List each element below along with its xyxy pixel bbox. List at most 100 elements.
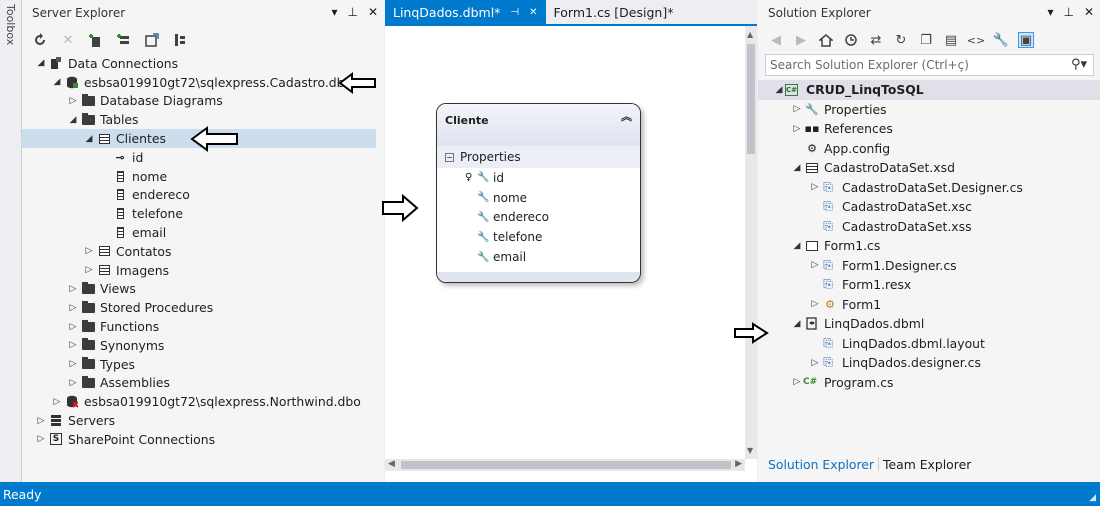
toolbox-tab[interactable]: Toolbox — [0, 0, 22, 482]
tree-node[interactable]: ▷Servers — [22, 411, 384, 430]
preview-icon[interactable]: ▣ — [1018, 32, 1034, 48]
solution-tree-node[interactable]: ⎘LinqDados.dbml.layout — [758, 334, 1100, 354]
collapse-all-icon[interactable]: ❐ — [920, 32, 932, 48]
tab-solution-explorer[interactable]: Solution Explorer — [768, 456, 875, 472]
close-icon[interactable]: ✕ — [1083, 5, 1094, 19]
properties-wrench-icon[interactable]: 🔧 — [992, 32, 1010, 48]
expanded-arrow-icon[interactable]: ◢ — [85, 133, 93, 144]
home-icon[interactable] — [818, 32, 834, 48]
collapse-icon[interactable]: ︽ — [621, 110, 632, 123]
close-icon[interactable]: ✕ — [367, 5, 378, 19]
tree-node[interactable]: ▷Views — [22, 280, 384, 299]
designer-surface[interactable]: Cliente ︽ − Properties ♀🔧id🔧nome🔧enderec… — [385, 26, 745, 459]
sync-icon[interactable]: ⇄ — [870, 32, 882, 48]
tree-node[interactable]: nome — [22, 167, 384, 186]
collapsed-arrow-icon[interactable]: ▷ — [69, 321, 77, 332]
expanded-arrow-icon[interactable]: ◢ — [793, 162, 801, 173]
expanded-arrow-icon[interactable]: ◢ — [793, 318, 801, 329]
dropdown-icon[interactable]: ▾ — [1047, 5, 1054, 19]
collapsed-arrow-icon[interactable]: ▷ — [69, 340, 77, 351]
solution-tree-node[interactable]: ◢LinqDados.dbml — [758, 314, 1100, 334]
tree-node[interactable]: ◢Tables — [22, 110, 384, 129]
sharepoint-icon[interactable] — [144, 32, 160, 48]
collapsed-arrow-icon[interactable]: ▷ — [811, 299, 819, 310]
entity-property[interactable]: ♀🔧id — [437, 168, 640, 188]
entity-property[interactable]: 🔧email — [437, 247, 640, 267]
refresh-icon[interactable] — [32, 32, 48, 48]
pin-icon[interactable]: ⊥ — [347, 5, 358, 19]
tree-node[interactable]: ◢Data Connections — [22, 54, 384, 73]
solution-tree-node[interactable]: ▷🔧Properties — [758, 100, 1100, 120]
entity-header[interactable]: Cliente ︽ — [437, 104, 640, 146]
collapsed-arrow-icon[interactable]: ▷ — [69, 95, 77, 106]
collapsed-arrow-icon[interactable]: ▷ — [85, 265, 93, 276]
pin-icon[interactable]: ⊣ — [510, 6, 520, 18]
tab-form1-design[interactable]: Form1.cs [Design]* — [546, 0, 682, 24]
tree-node[interactable]: ▷Synonyms — [22, 336, 384, 355]
expanded-arrow-icon[interactable]: ◢ — [69, 114, 77, 125]
collapsed-arrow-icon[interactable]: ▷ — [811, 182, 819, 193]
collapsed-arrow-icon[interactable]: ▷ — [69, 283, 77, 294]
solution-tree-node[interactable]: ⎘Form1.resx — [758, 275, 1100, 295]
collapsed-arrow-icon[interactable]: ▷ — [69, 302, 77, 313]
entity-property[interactable]: 🔧nome — [437, 188, 640, 208]
collapsed-arrow-icon[interactable]: ▷ — [793, 104, 801, 115]
collapsed-arrow-icon[interactable]: ▷ — [811, 357, 819, 368]
solution-tree-node[interactable]: ▷▪▪References — [758, 119, 1100, 139]
collapsed-arrow-icon[interactable]: ▷ — [69, 377, 77, 388]
tree-node[interactable]: ▷Database Diagrams — [22, 92, 384, 111]
tree-node[interactable]: ▷Functions — [22, 317, 384, 336]
pin-icon[interactable]: ⊥ — [1063, 5, 1074, 19]
tree-node[interactable]: ▷Assemblies — [22, 374, 384, 393]
tree-node[interactable]: ▷Stored Procedures — [22, 298, 384, 317]
expanded-arrow-icon[interactable]: ◢ — [53, 77, 61, 88]
solution-tree-node[interactable]: ◢C#CRUD_LinqToSQL — [758, 80, 1100, 100]
solution-tree-node[interactable]: ◢CadastroDataSet.xsd — [758, 158, 1100, 178]
tree-node[interactable]: ▷Imagens — [22, 261, 384, 280]
collapsed-arrow-icon[interactable]: ▷ — [811, 260, 819, 271]
solution-search-input[interactable]: Search Solution Explorer (Ctrl+ç) ⚲▾ — [765, 54, 1094, 76]
refresh-icon[interactable]: ↻ — [895, 32, 907, 48]
entity-properties-section[interactable]: − Properties — [437, 146, 640, 168]
solution-tree-node[interactable]: ⚙App.config — [758, 139, 1100, 159]
connect-server-icon[interactable] — [116, 32, 132, 48]
tab-team-explorer[interactable]: Team Explorer — [883, 456, 972, 472]
tree-node[interactable]: ⊸id — [22, 148, 384, 167]
collapsed-arrow-icon[interactable]: ▷ — [793, 377, 801, 388]
entity-cliente[interactable]: Cliente ︽ − Properties ♀🔧id🔧nome🔧enderec… — [436, 103, 641, 283]
resize-grip-icon[interactable]: ◢ — [1089, 493, 1096, 503]
entity-property[interactable]: 🔧endereco — [437, 208, 640, 228]
connect-database-icon[interactable] — [88, 32, 104, 48]
expanded-arrow-icon[interactable]: ◢ — [37, 58, 45, 69]
filter-icon[interactable] — [172, 32, 188, 48]
expanded-arrow-icon[interactable]: ◢ — [775, 84, 783, 95]
dropdown-icon[interactable]: ▾ — [331, 5, 338, 19]
solution-tree-node[interactable]: ▷⎘Form1.Designer.cs — [758, 256, 1100, 276]
horizontal-scrollbar[interactable]: ◀▶ — [385, 459, 745, 471]
tree-node[interactable]: ▷esbsa019910gt72\sqlexpress.Northwind.db… — [22, 392, 384, 411]
collapsed-arrow-icon[interactable]: ▷ — [85, 246, 93, 257]
close-icon[interactable]: ✕ — [529, 6, 538, 18]
solution-tree-node[interactable]: ⎘CadastroDataSet.xsc — [758, 197, 1100, 217]
solution-tree-node[interactable]: ▷C#Program.cs — [758, 373, 1100, 393]
vertical-scrollbar[interactable]: ▲▼ — [745, 26, 757, 459]
tab-linqdados-dbml[interactable]: LinqDados.dbml* ⊣ ✕ — [385, 0, 546, 24]
tree-node[interactable]: endereco — [22, 186, 384, 205]
search-icon[interactable]: ⚲▾ — [1070, 57, 1087, 72]
collapsed-arrow-icon[interactable]: ▷ — [53, 396, 61, 407]
collapsed-arrow-icon[interactable]: ▷ — [69, 359, 77, 370]
tree-node[interactable]: ▷Contatos — [22, 242, 384, 261]
solution-tree-node[interactable]: ▷⚙Form1 — [758, 295, 1100, 315]
expanded-arrow-icon[interactable]: ◢ — [793, 240, 801, 251]
solution-tree-node[interactable]: ▷⎘CadastroDataSet.Designer.cs — [758, 178, 1100, 198]
solution-tree-node[interactable]: ▷⎘LinqDados.designer.cs — [758, 353, 1100, 373]
tree-node[interactable]: ▷Types — [22, 355, 384, 374]
collapsed-arrow-icon[interactable]: ▷ — [37, 415, 45, 426]
solution-tree-node[interactable]: ⎘CadastroDataSet.xss — [758, 217, 1100, 237]
solution-tree-node[interactable]: ◢Form1.cs — [758, 236, 1100, 256]
tree-node[interactable]: telefone — [22, 204, 384, 223]
collapse-section-icon[interactable]: − — [445, 152, 454, 162]
show-all-files-icon[interactable]: ▤ — [944, 32, 958, 48]
collapsed-arrow-icon[interactable]: ▷ — [793, 123, 801, 134]
